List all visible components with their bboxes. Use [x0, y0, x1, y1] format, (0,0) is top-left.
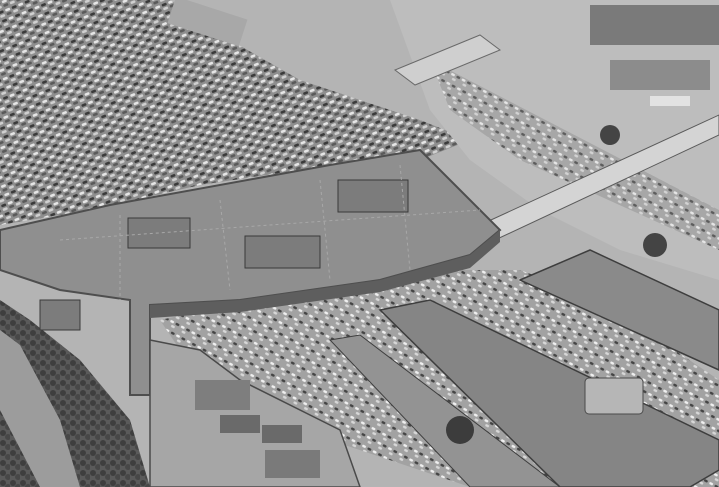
roof-unit-4 — [39, 299, 81, 331]
building-south-block-2 — [220, 415, 260, 433]
bus — [650, 96, 690, 106]
building-south-block-3 — [262, 425, 302, 443]
tree-1 — [446, 416, 474, 444]
tree-3 — [600, 125, 620, 145]
canopy-north — [393, 34, 502, 86]
shed-top — [167, 0, 248, 47]
tree-2 — [643, 233, 667, 257]
roof-grid — [59, 164, 481, 300]
canopy-east-1 — [518, 249, 719, 371]
kiosk — [584, 377, 644, 415]
terminal-roof-edge — [150, 230, 500, 318]
highway-lanes — [430, 60, 719, 250]
roof-unit-1 — [127, 217, 191, 249]
parking-lot-north — [0, 0, 470, 225]
roof-unit-2 — [244, 235, 321, 269]
building-south-block-1 — [195, 380, 250, 410]
building-top-right-2 — [610, 60, 710, 90]
canopy-east-3 — [328, 334, 561, 487]
building-top-right — [590, 5, 719, 45]
building-south-block-4 — [265, 450, 320, 478]
road-left — [0, 330, 80, 487]
roof-unit-3 — [337, 179, 409, 213]
canopy-east-2 — [378, 299, 719, 487]
